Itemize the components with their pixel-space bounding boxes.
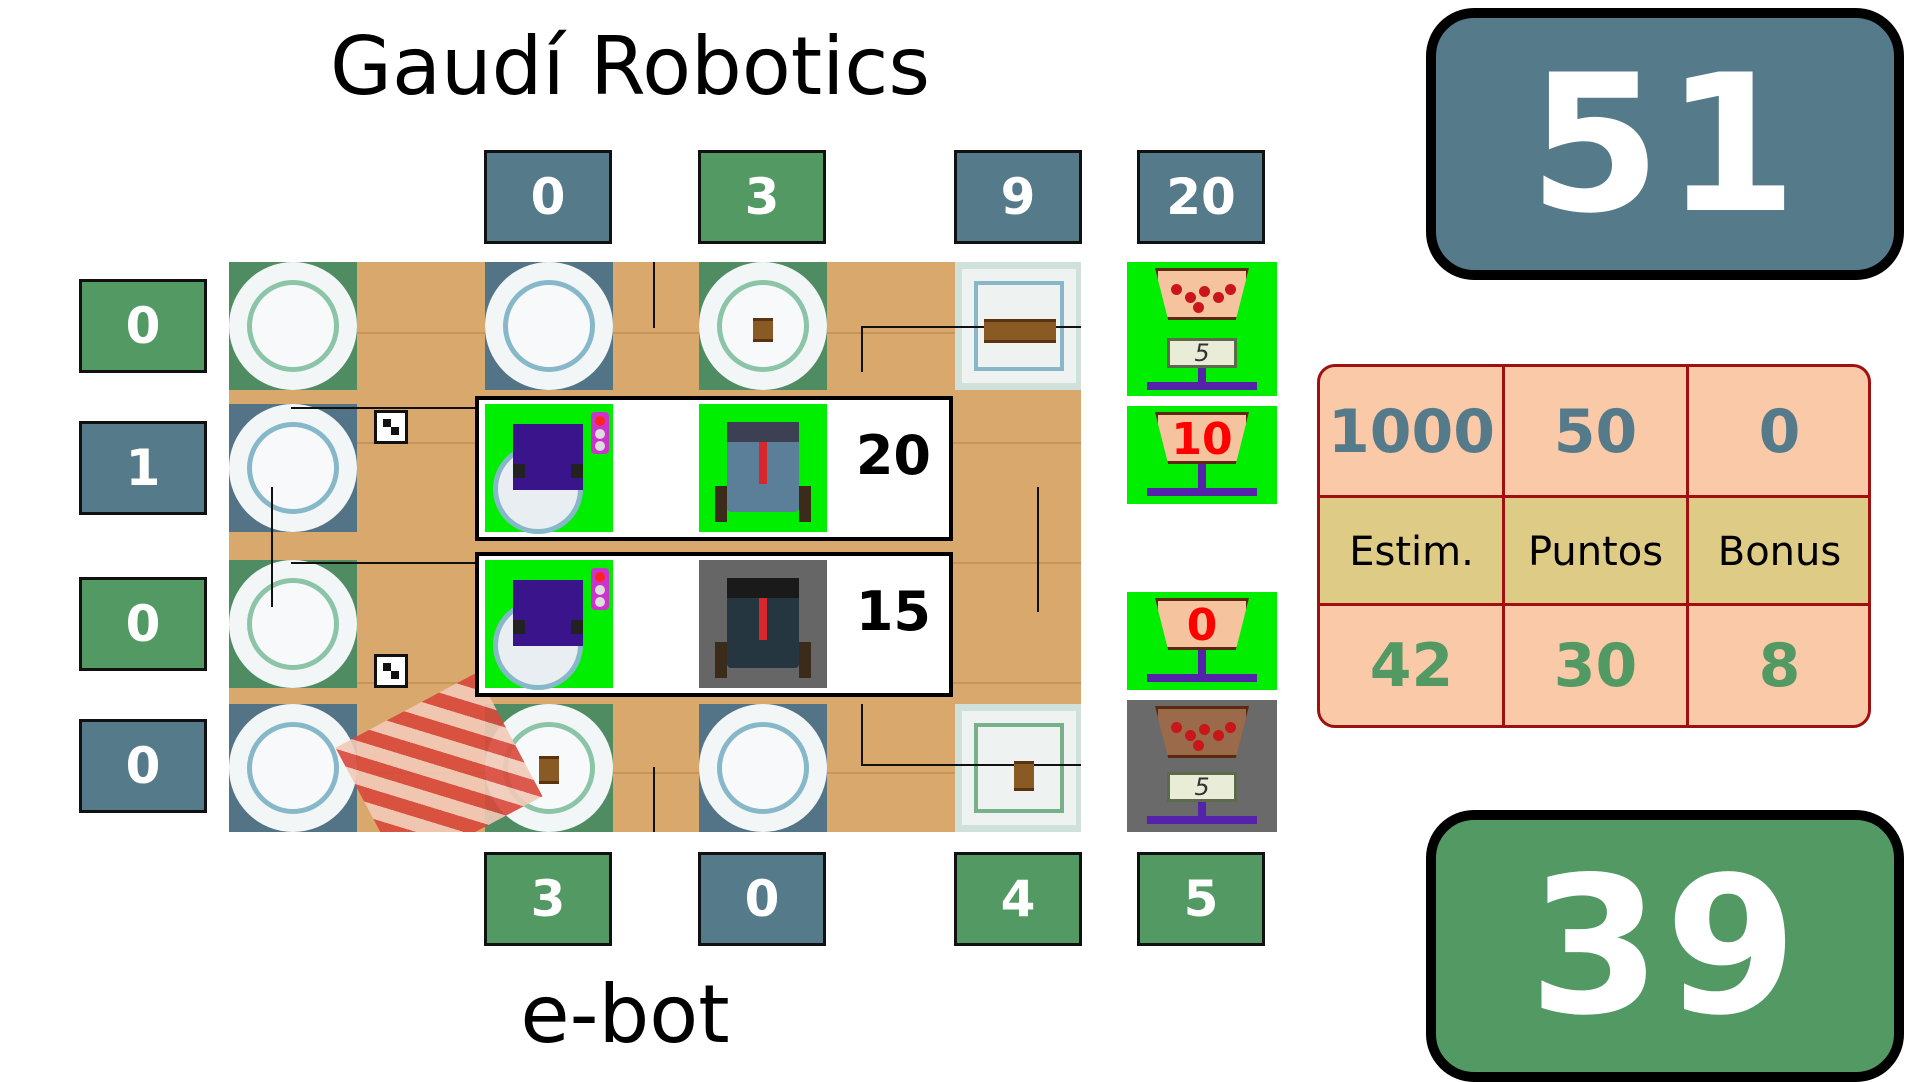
- robot-tile: [485, 404, 613, 534]
- connector-line: [291, 407, 479, 409]
- bottom-counter: 3: [484, 852, 612, 946]
- top-counter: 0: [484, 150, 612, 244]
- cake-stack-icon: [984, 319, 1056, 343]
- robot-panel: 20: [475, 396, 953, 541]
- bottom-counter: 5: [1137, 852, 1265, 946]
- stats-bonus-bottom: 8: [1758, 631, 1801, 701]
- aruco-marker-icon: [374, 410, 408, 444]
- stats-points-top: 50: [1553, 397, 1638, 467]
- board-tile: [229, 560, 357, 688]
- stats-header-bonus: Bonus: [1717, 529, 1842, 575]
- board-tile: [229, 404, 357, 532]
- stats-estimate-bottom: 42: [1369, 631, 1454, 701]
- left-counter: 1: [79, 421, 207, 515]
- connector-line: [861, 764, 1081, 766]
- robot-icon: [513, 580, 583, 646]
- robot-tile: [485, 560, 613, 690]
- stats-header-points: Puntos: [1527, 529, 1664, 575]
- robot-tile: [699, 404, 827, 532]
- connector-line: [861, 704, 863, 764]
- cake-stack-icon: [1014, 761, 1034, 791]
- connector-line: [861, 326, 863, 372]
- stats-points-bottom: 30: [1553, 631, 1638, 701]
- beacon-icon: [591, 568, 609, 610]
- left-counter: 0: [79, 279, 207, 373]
- cake-stack-icon: [539, 756, 559, 784]
- stats-header-estimate: Estim.: [1349, 529, 1474, 575]
- stats-bonus-top: 0: [1758, 397, 1801, 467]
- robot-score: 20: [855, 424, 931, 487]
- top-counter: 9: [954, 150, 1082, 244]
- connector-line: [291, 562, 479, 564]
- team-name-top: Gaudí Robotics: [329, 20, 931, 113]
- scale-display: 5: [1167, 772, 1237, 802]
- top-counter: 3: [698, 150, 826, 244]
- stats-estimate-top: 1000: [1328, 397, 1495, 467]
- robot-tile: [699, 560, 827, 688]
- bottom-team-total-score: 39: [1426, 810, 1904, 1082]
- connector-line: [861, 326, 1081, 328]
- bottom-counter: 4: [954, 852, 1082, 946]
- left-counter: 0: [79, 577, 207, 671]
- serving-tray: [955, 704, 1081, 832]
- scale-value: 10: [1171, 414, 1233, 465]
- beacon-icon: [591, 412, 609, 454]
- robot-score: 15: [855, 580, 931, 643]
- connector-line: [653, 262, 655, 328]
- board-tile: [485, 262, 613, 390]
- robot-icon: [513, 424, 583, 490]
- scale-value: 0: [1186, 600, 1218, 651]
- stats-table: 1000 50 0 Estim. Puntos Bonus 42 30 8: [1317, 364, 1871, 728]
- cake-stack-icon: [753, 318, 773, 342]
- scale-box: 10: [1127, 406, 1277, 504]
- scale-box: 5: [1127, 700, 1277, 832]
- connector-line: [653, 767, 655, 832]
- aruco-marker-icon: [374, 654, 408, 688]
- board-tile: [699, 704, 827, 832]
- board-tile: [229, 262, 357, 390]
- connector-line: [1037, 487, 1039, 612]
- left-counter: 0: [79, 719, 207, 813]
- scale-display: 5: [1167, 338, 1237, 368]
- bottom-counter: 0: [698, 852, 826, 946]
- robot-panel: 15: [475, 552, 953, 697]
- top-counter: 20: [1137, 150, 1265, 244]
- connector-line: [271, 487, 273, 607]
- board-tile: [229, 704, 357, 832]
- top-team-total-score: 51: [1426, 8, 1904, 280]
- scale-box: 0: [1127, 592, 1277, 690]
- game-board: [229, 262, 1081, 832]
- scale-box: 5: [1127, 262, 1277, 396]
- team-name-bottom: e-bot: [520, 968, 730, 1061]
- board-tile: [699, 262, 827, 390]
